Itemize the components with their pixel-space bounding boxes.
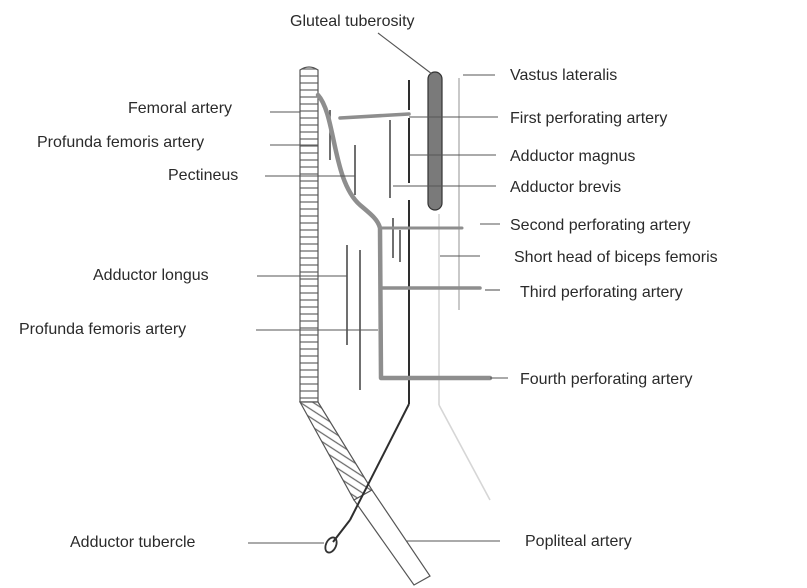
- label-fourth-perforating-artery: Fourth perforating artery: [520, 371, 693, 388]
- femoral-artery-shape: [300, 67, 372, 500]
- profunda-femoris-vessel: [318, 95, 490, 378]
- label-pectineus: Pectineus: [168, 167, 238, 184]
- label-third-perforating-artery: Third perforating artery: [520, 284, 683, 301]
- label-adductor-brevis: Adductor brevis: [510, 179, 621, 196]
- label-profunda-femoris-lower: Profunda femoris artery: [19, 321, 186, 338]
- label-adductor-magnus: Adductor magnus: [510, 148, 635, 165]
- label-vastus-lateralis: Vastus lateralis: [510, 67, 617, 84]
- popliteal-artery-shape: [354, 490, 430, 585]
- label-femoral-artery: Femoral artery: [128, 100, 232, 117]
- label-profunda-femoris-upper: Profunda femoris artery: [37, 134, 204, 151]
- label-popliteal-artery: Popliteal artery: [525, 533, 632, 550]
- gluteal-tuberosity-shape: [428, 72, 442, 210]
- adductor-muscle-lines: [330, 110, 400, 390]
- label-adductor-tubercle: Adductor tubercle: [70, 534, 196, 551]
- label-gluteal-tuberosity: Gluteal tuberosity: [290, 13, 415, 30]
- label-first-perforating-artery: First perforating artery: [510, 110, 667, 127]
- label-second-perforating-artery: Second perforating artery: [510, 217, 691, 234]
- label-short-head-biceps-femoris: Short head of biceps femoris: [514, 249, 718, 266]
- label-adductor-longus: Adductor longus: [93, 267, 209, 284]
